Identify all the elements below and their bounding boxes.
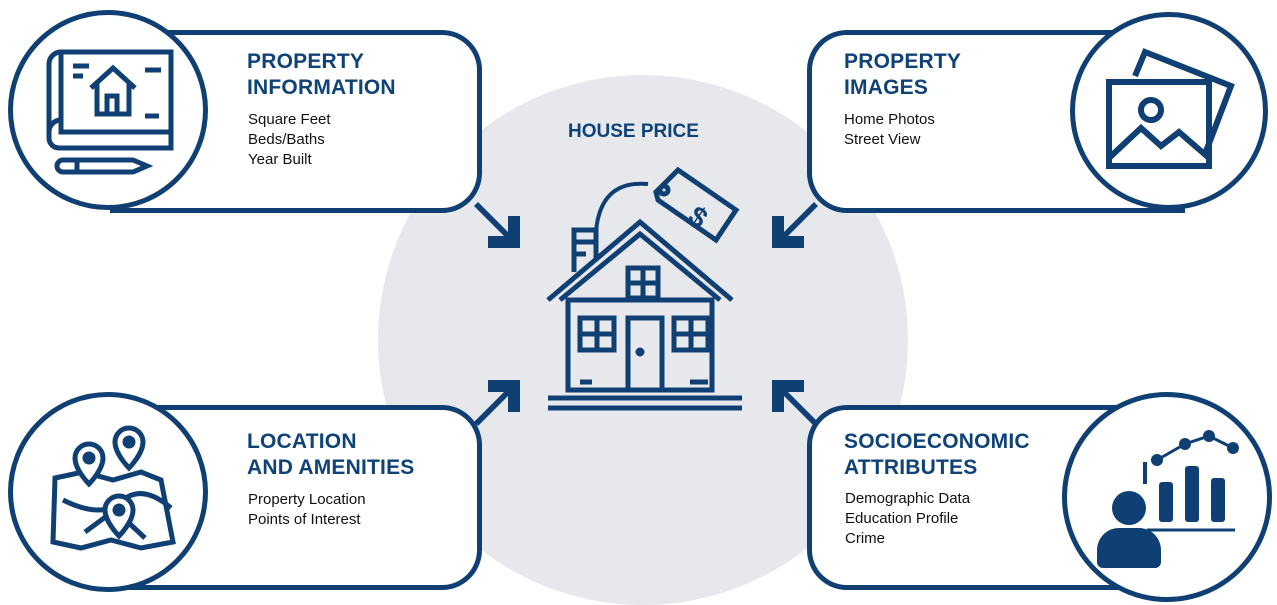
property-images-list: Home Photos Street View bbox=[844, 110, 935, 150]
house-price-title: HOUSE PRICE bbox=[568, 121, 699, 142]
list-item: Street View bbox=[844, 131, 921, 148]
property-information-icon-circle bbox=[8, 10, 208, 210]
list-item: Beds/Baths bbox=[248, 131, 325, 148]
location-amenities-list: Property Location Points of Interest bbox=[248, 490, 366, 530]
list-item: Points of Interest bbox=[248, 511, 361, 528]
socioeconomic-title: SOCIOECONOMIC ATTRIBUTES bbox=[844, 430, 1030, 479]
arrow-down-left-icon bbox=[772, 202, 818, 248]
person-chart-icon bbox=[1097, 430, 1239, 568]
arrow-up-right-icon bbox=[474, 380, 520, 426]
property-images-title: PROPERTY IMAGES bbox=[844, 50, 962, 99]
list-item: Property Location bbox=[248, 491, 366, 508]
house-price-tag-icon: $ bbox=[546, 166, 742, 411]
blueprint-house-icon bbox=[46, 49, 174, 175]
svg-text:$: $ bbox=[683, 200, 714, 235]
socioeconomic-icon-circle bbox=[1062, 392, 1272, 602]
socioeconomic-list: Demographic Data Education Profile Crime bbox=[845, 489, 970, 549]
photos-icon bbox=[1106, 48, 1235, 169]
property-information-list: Square Feet Beds/Baths Year Built bbox=[248, 110, 331, 170]
location-amenities-title: LOCATION AND AMENITIES bbox=[247, 430, 415, 479]
list-item: Crime bbox=[845, 530, 885, 547]
property-images-icon-circle bbox=[1070, 12, 1268, 210]
location-amenities-icon-circle bbox=[8, 392, 208, 592]
property-information-title: PROPERTY INFORMATION bbox=[247, 50, 396, 99]
list-item: Home Photos bbox=[844, 111, 935, 128]
arrow-up-left-icon bbox=[772, 380, 818, 426]
list-item: Education Profile bbox=[845, 510, 959, 527]
list-item: Year Built bbox=[248, 151, 312, 168]
map-pins-icon bbox=[50, 425, 176, 551]
arrow-down-right-icon bbox=[474, 202, 520, 248]
list-item: Square Feet bbox=[248, 111, 331, 128]
list-item: Demographic Data bbox=[845, 490, 971, 507]
